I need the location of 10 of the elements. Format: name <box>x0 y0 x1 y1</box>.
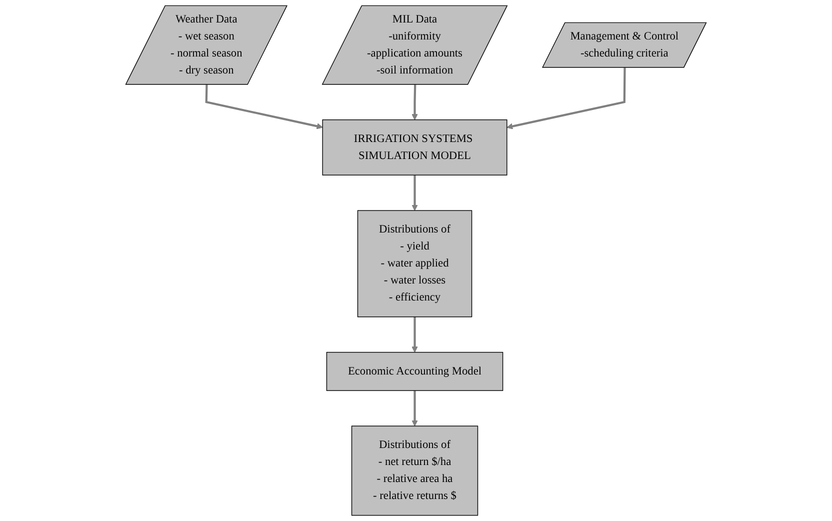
arrow <box>412 175 418 211</box>
arrow <box>205 84 323 130</box>
node-box: Distributions of - net return $/ha - relative area ha - relative returns $ <box>351 426 478 516</box>
arrow <box>412 84 418 120</box>
arrow <box>412 390 418 426</box>
node-box: Economic Accounting Model <box>326 352 504 391</box>
arrow <box>412 316 418 353</box>
node-box: IRRIGATION SYSTEMS SIMULATION MODEL <box>322 119 508 176</box>
node-box: Distributions of - yield - water applied - water losses - efficiency <box>357 210 472 318</box>
arrow <box>506 68 626 130</box>
